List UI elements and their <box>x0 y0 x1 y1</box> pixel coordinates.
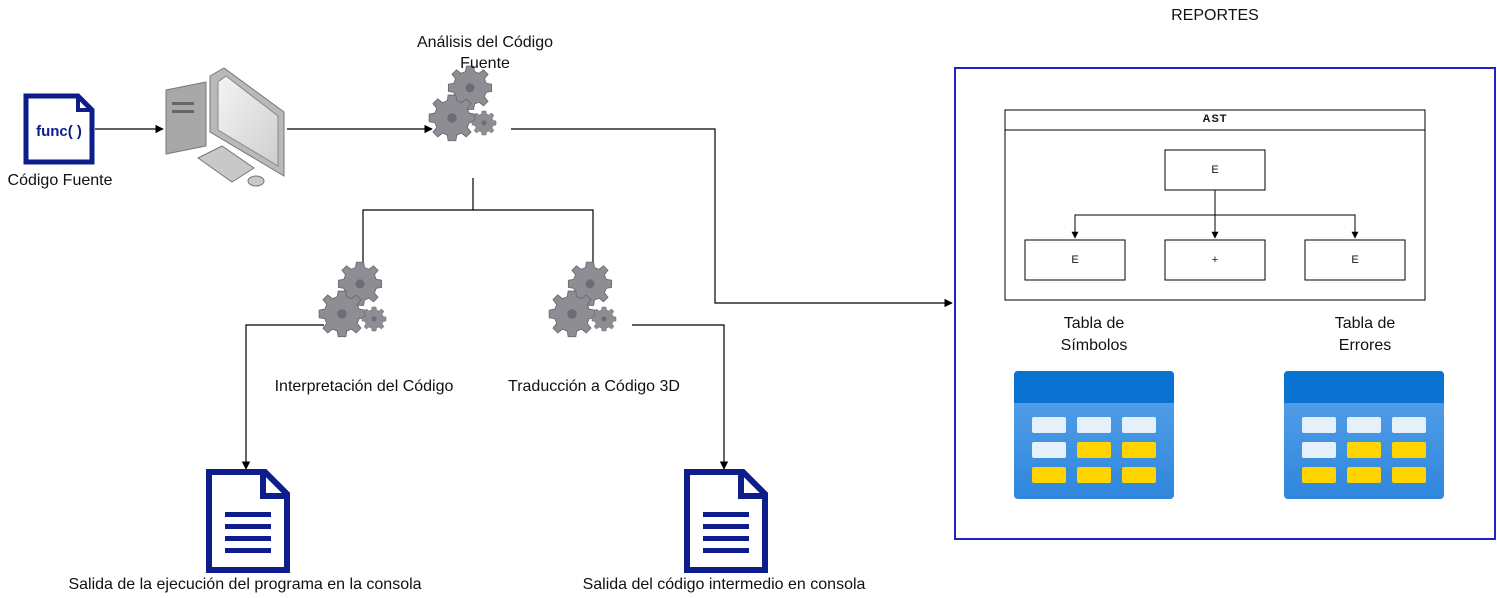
ast-node-left <box>1024 239 1126 281</box>
ast-node-root-label: E <box>1211 164 1219 176</box>
symbols-table-label-line1: Tabla de <box>1063 315 1125 332</box>
edge-translation-to-output <box>632 324 729 470</box>
reports-title: REPORTES <box>1171 7 1259 24</box>
ast-title: AST <box>1202 113 1228 125</box>
edge-analysis-to-reports <box>511 128 953 308</box>
reports-container <box>954 67 1496 540</box>
ast-node-middle <box>1164 239 1266 281</box>
translation-gears-icon <box>549 262 616 337</box>
translation-label: Traducción a Código 3D <box>508 378 680 395</box>
symbols-table-icon <box>1014 371 1174 499</box>
analysis-label-line2: Fuente <box>460 55 510 72</box>
ast-diagram <box>1004 109 1426 301</box>
symbols-table-label-line2: Símbolos <box>1060 337 1128 354</box>
analysis-gears-icon <box>429 66 496 141</box>
edge-analysis-to-interpretation <box>358 178 474 279</box>
exec-output-document-icon <box>209 472 287 570</box>
code-file-icon: func( ) <box>23 93 95 165</box>
ast-node-right-label: E <box>1351 254 1359 266</box>
ast-node-right <box>1304 239 1406 281</box>
errors-table-label-line2: Errores <box>1338 337 1392 354</box>
connectors <box>95 124 953 470</box>
edge-interpretation-to-output <box>241 324 324 470</box>
interpretation-gears-icon <box>319 262 386 337</box>
interpretation-label: Interpretación del Código <box>274 378 454 395</box>
edge-analysis-to-translation <box>473 209 598 279</box>
analysis-label-line1: Análisis del Código <box>416 34 554 51</box>
ast-node-root <box>1164 149 1266 191</box>
intermediate-output-document-icon <box>687 472 765 570</box>
computer-icon <box>165 67 285 187</box>
source-code-label: Código Fuente <box>7 172 113 189</box>
intermediate-output-label: Salida del código intermedio en consola <box>582 576 866 593</box>
ast-node-middle-label: + <box>1211 254 1219 266</box>
ast-edge-right <box>1215 214 1359 239</box>
exec-output-label: Salida de la ejecución del programa en l… <box>68 576 422 593</box>
ast-node-left-label: E <box>1071 254 1079 266</box>
errors-table-icon <box>1284 371 1444 499</box>
code-file-icon-text: func( ) <box>36 123 82 140</box>
ast-edge-left <box>1071 214 1215 239</box>
errors-table-label-line1: Tabla de <box>1334 315 1396 332</box>
